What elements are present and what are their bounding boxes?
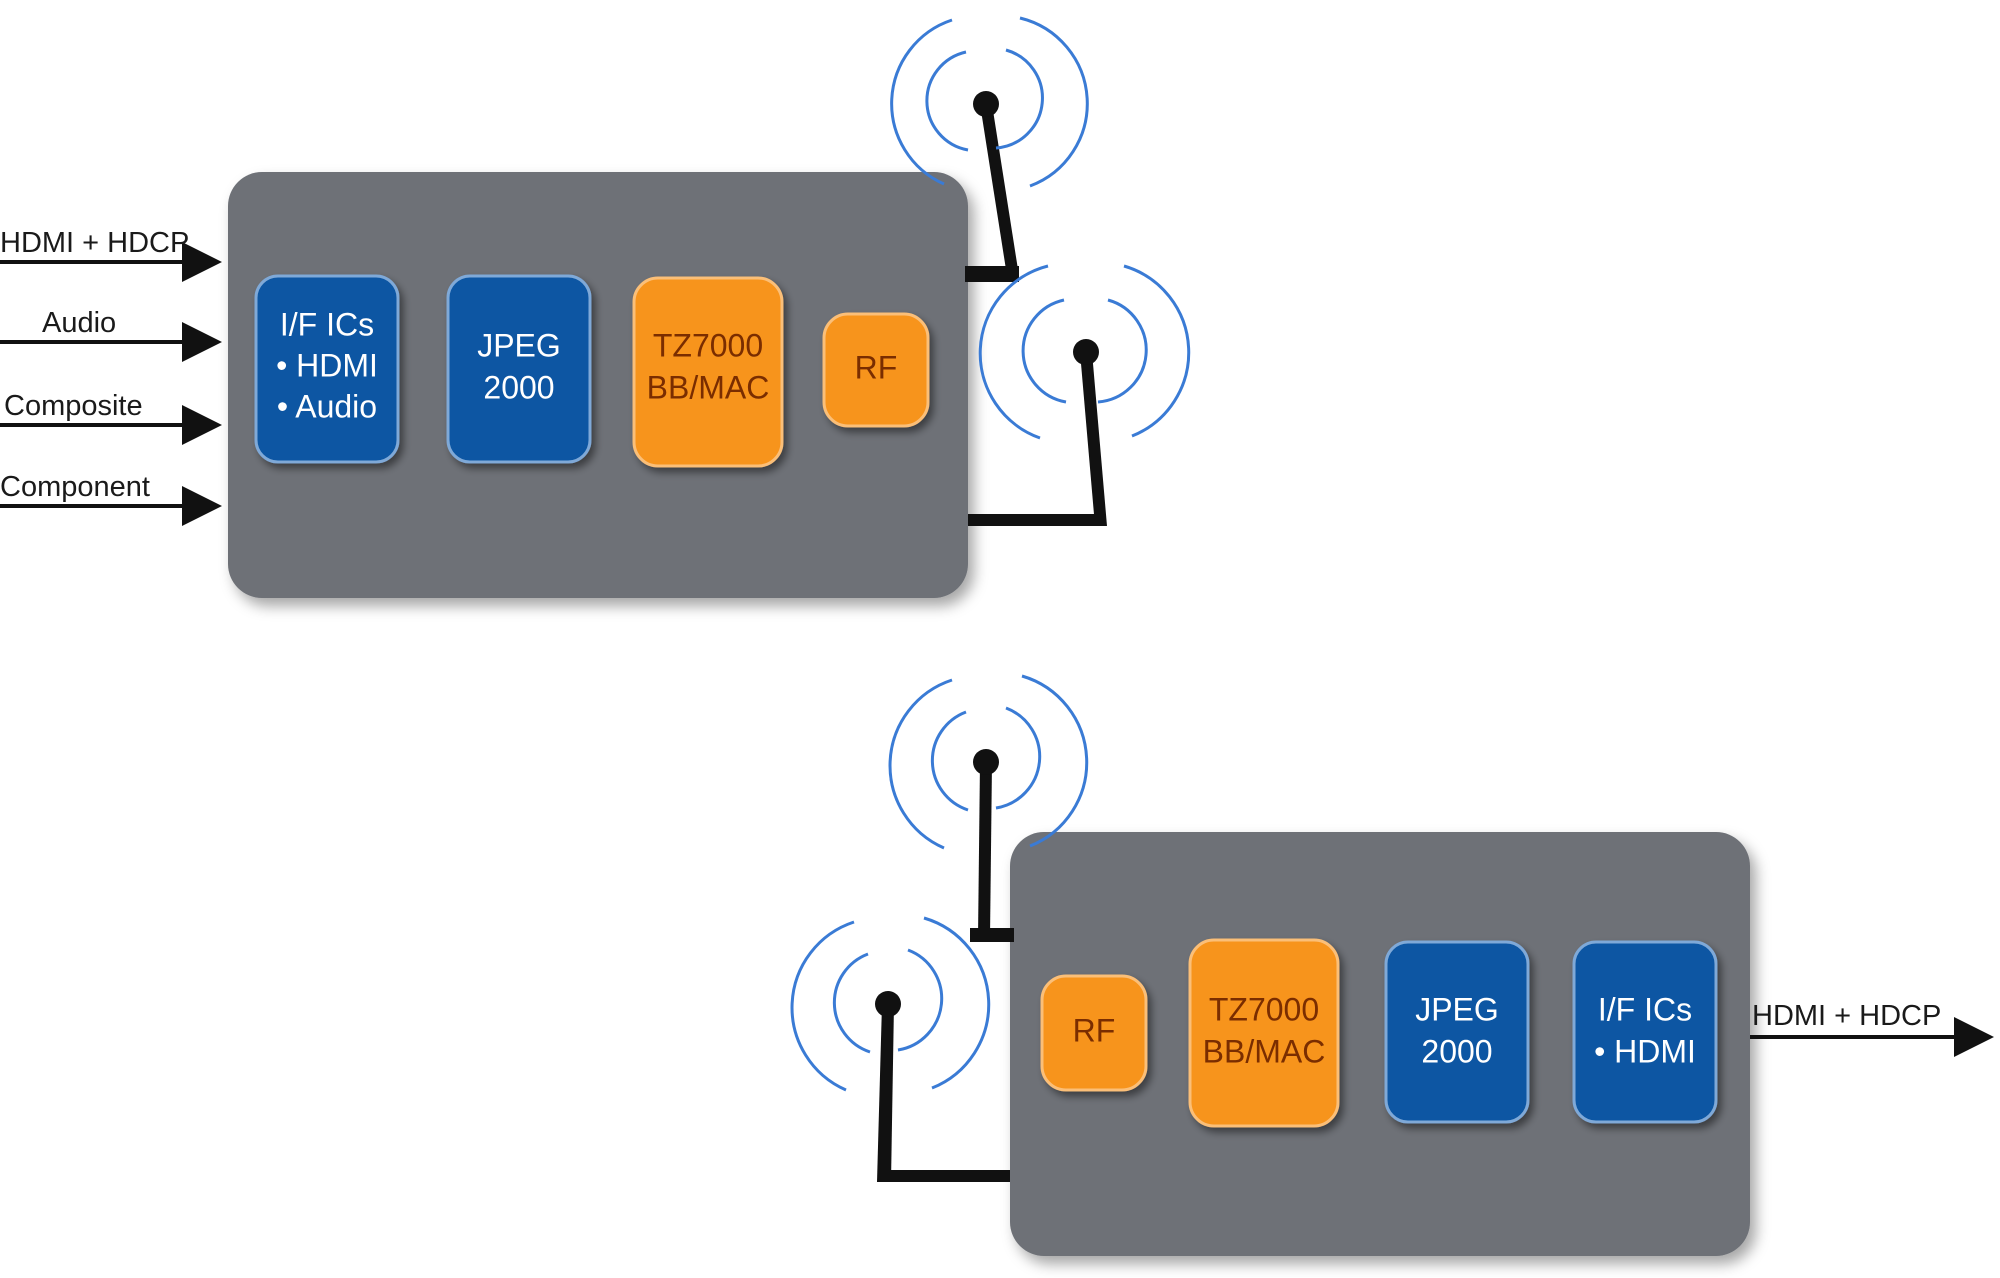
svg-text:RF: RF xyxy=(855,349,898,385)
svg-text:RF: RF xyxy=(1073,1012,1116,1048)
svg-text:BB/MAC: BB/MAC xyxy=(647,369,770,405)
svg-text:2000: 2000 xyxy=(1421,1033,1492,1069)
svg-text:TZ7000: TZ7000 xyxy=(1209,991,1319,1027)
antenna-icon xyxy=(890,16,1089,282)
input-label-composite: Composite xyxy=(4,390,143,422)
svg-text:• Audio: • Audio xyxy=(277,388,377,424)
rx-block-if-ics: I/F ICs • HDMI xyxy=(1572,940,1718,1124)
svg-text:I/F ICs: I/F ICs xyxy=(1598,991,1692,1027)
transmitter-inputs: HDMI + HDCP Audio Composite Component xyxy=(0,227,222,526)
input-label-audio: Audio xyxy=(42,307,116,339)
svg-text:JPEG: JPEG xyxy=(1415,991,1499,1027)
antenna-icon xyxy=(790,916,1010,1182)
tx-block-rf: RF xyxy=(822,312,930,428)
receiver-output: HDMI + HDCP xyxy=(1750,1000,1994,1057)
transmitter-chassis xyxy=(228,172,968,598)
svg-text:2000: 2000 xyxy=(483,369,554,405)
antenna-icon xyxy=(968,264,1191,526)
svg-text:• HDMI: • HDMI xyxy=(276,347,378,383)
antenna-icon xyxy=(888,674,1089,942)
svg-text:TZ7000: TZ7000 xyxy=(653,327,763,363)
input-label-hdmi: HDMI + HDCP xyxy=(0,227,189,259)
transmitter-device: HDMI + HDCP Audio Composite Component I/… xyxy=(0,16,1191,598)
svg-text:I/F ICs: I/F ICs xyxy=(280,306,374,342)
tx-block-jpeg2000: JPEG 2000 xyxy=(446,274,592,464)
rx-block-rf: RF xyxy=(1040,974,1148,1092)
tx-block-if-ics: I/F ICs • HDMI • Audio xyxy=(254,274,400,464)
output-label-hdmi: HDMI + HDCP xyxy=(1752,1000,1941,1032)
tx-block-tz7000: TZ7000 BB/MAC xyxy=(632,276,784,468)
rx-block-jpeg2000: JPEG 2000 xyxy=(1384,940,1530,1124)
input-label-component: Component xyxy=(0,471,150,503)
receiver-chassis xyxy=(1010,832,1750,1256)
receiver-device: RF TZ7000 BB/MAC JPEG 2000 I/F ICs • HDM… xyxy=(790,674,1994,1256)
rx-block-tz7000: TZ7000 BB/MAC xyxy=(1188,938,1340,1128)
svg-text:JPEG: JPEG xyxy=(477,327,561,363)
svg-text:• HDMI: • HDMI xyxy=(1594,1033,1696,1069)
svg-text:BB/MAC: BB/MAC xyxy=(1203,1033,1326,1069)
